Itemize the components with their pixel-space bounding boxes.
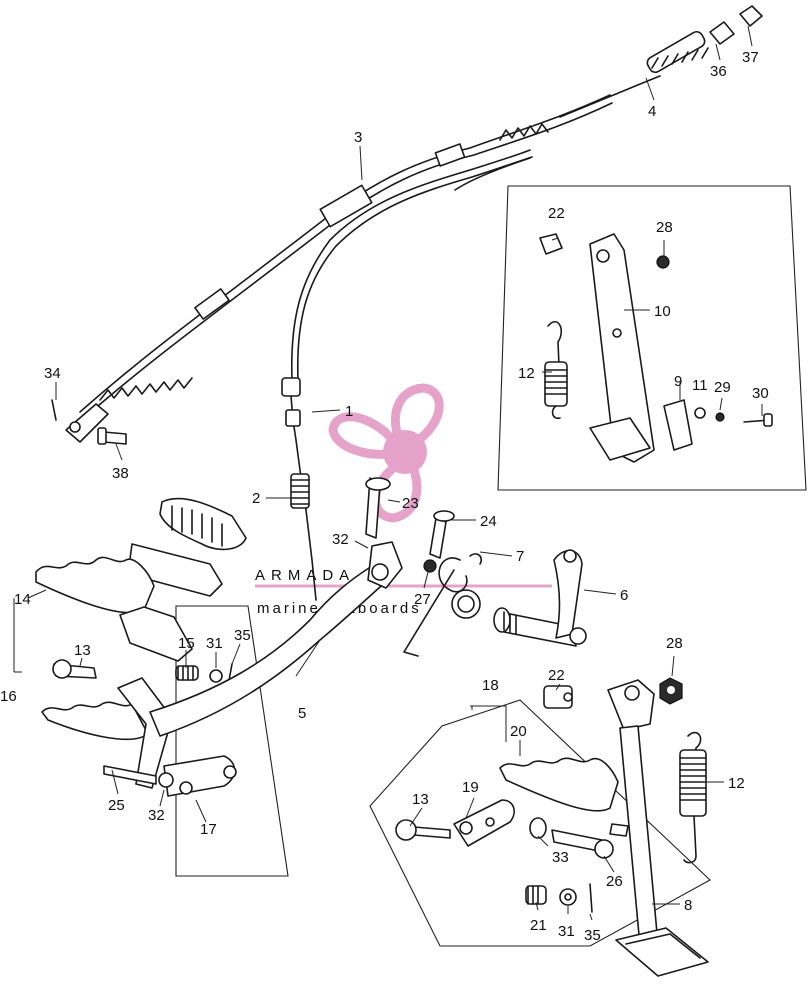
callout-13-left: 13 — [74, 642, 91, 659]
callout-18: 18 — [482, 677, 499, 694]
callout-3: 3 — [354, 129, 362, 146]
side-stand-detail — [497, 185, 807, 491]
callout-13-right: 13 — [412, 791, 429, 808]
callout-17: 17 — [200, 821, 217, 838]
callout-22-lower: 22 — [548, 667, 565, 684]
callout-30: 30 — [752, 385, 769, 402]
main-stand-detail — [369, 677, 711, 977]
leader-lines — [13, 25, 763, 921]
cable-spiral-boot — [99, 123, 549, 401]
callout-29: 29 — [714, 379, 731, 396]
callout-31-right: 31 — [558, 923, 575, 940]
callout-12-upper: 12 — [518, 365, 535, 382]
callout-labels: 1 2 3 4 5 6 7 8 9 10 11 12 12 13 13 14 1… — [0, 49, 769, 944]
callout-35-right: 35 — [584, 927, 601, 944]
side-stand-frame — [497, 185, 807, 491]
footpeg-assembly — [35, 497, 289, 877]
callout-14: 14 — [14, 591, 31, 608]
callout-9: 9 — [674, 373, 682, 390]
callout-27: 27 — [414, 591, 431, 608]
callout-37: 37 — [742, 49, 759, 66]
callout-22-upper: 22 — [548, 205, 565, 222]
callout-4: 4 — [648, 103, 656, 120]
callout-34: 34 — [44, 365, 61, 382]
watermark-brand: ARMADA — [255, 567, 355, 584]
callout-2: 2 — [252, 490, 260, 507]
callout-5: 5 — [298, 705, 306, 722]
propeller-icon — [328, 383, 444, 523]
main-stand-frame — [369, 699, 711, 947]
callout-20: 20 — [510, 723, 527, 740]
callout-23: 23 — [402, 495, 419, 512]
brake-pedal-arm — [149, 477, 483, 737]
watermark: ARMADA marine outboards — [255, 383, 552, 617]
callout-11: 11 — [692, 377, 708, 394]
callout-7: 7 — [516, 548, 524, 565]
callout-26: 26 — [606, 873, 623, 890]
clutch-cable — [65, 5, 763, 443]
callout-28-upper: 28 — [656, 219, 673, 236]
callout-15: 15 — [178, 635, 195, 652]
callout-36: 36 — [710, 63, 727, 80]
callout-16: 16 — [0, 688, 17, 705]
callout-8: 8 — [684, 897, 692, 914]
callout-24: 24 — [480, 513, 497, 530]
brake-arm — [493, 549, 587, 647]
throttle-cable — [281, 149, 533, 601]
callout-32-top: 32 — [332, 531, 349, 548]
callout-6: 6 — [620, 587, 628, 604]
callout-19: 19 — [462, 779, 479, 796]
callout-35-left: 35 — [234, 627, 251, 644]
callout-28-lower: 28 — [666, 635, 683, 652]
callout-21: 21 — [530, 917, 547, 934]
small-fasteners — [51, 399, 127, 445]
callout-33: 33 — [552, 849, 569, 866]
callout-1: 1 — [345, 403, 353, 420]
callout-10: 10 — [654, 303, 671, 320]
callout-32-left: 32 — [148, 807, 165, 824]
callout-31-left: 31 — [206, 635, 223, 652]
callout-12-lower: 12 — [728, 775, 745, 792]
callout-38: 38 — [112, 465, 129, 482]
callout-25: 25 — [108, 797, 125, 814]
